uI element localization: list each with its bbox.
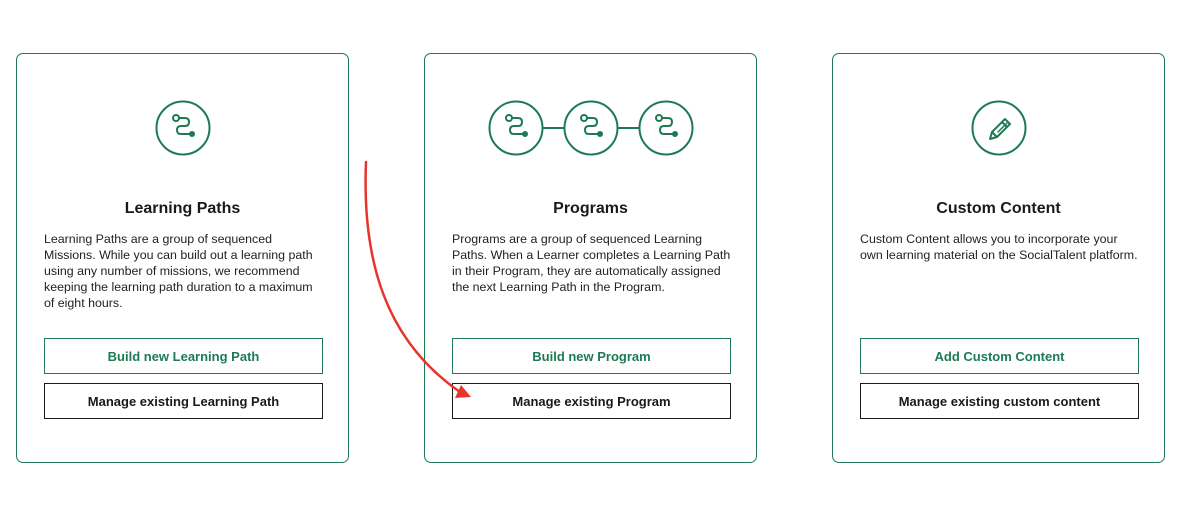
manage-existing-learning-path-button[interactable]: Manage existing Learning Path — [44, 383, 323, 419]
manage-existing-custom-content-button[interactable]: Manage existing custom content — [860, 383, 1139, 419]
build-new-program-button[interactable]: Build new Program — [452, 338, 731, 374]
card-description: Custom Content allows you to incorporate… — [860, 232, 1138, 262]
card-title: Learning Paths — [124, 200, 241, 217]
learning-paths-card: Learning Paths Learning Paths are a grou… — [16, 53, 349, 463]
card-title: Programs — [553, 200, 628, 217]
card-title: Custom Content — [936, 200, 1061, 217]
manage-existing-program-button[interactable]: Manage existing Program — [452, 383, 731, 419]
learning-path-icon-wrap — [17, 100, 348, 156]
program-chain-icon — [488, 100, 693, 156]
path-icon — [155, 100, 210, 156]
custom-content-card: Custom Content Custom Content allows you… — [832, 53, 1165, 463]
build-new-learning-path-button[interactable]: Build new Learning Path — [44, 338, 323, 374]
pencil-icon — [971, 100, 1026, 156]
add-custom-content-button[interactable]: Add Custom Content — [860, 338, 1139, 374]
programs-card: Programs Programs are a group of sequenc… — [424, 53, 757, 463]
program-icon-wrap — [425, 100, 756, 156]
card-description: Learning Paths are a group of sequenced … — [44, 232, 313, 310]
custom-content-icon-wrap — [833, 100, 1164, 156]
card-description: Programs are a group of sequenced Learni… — [452, 232, 731, 294]
